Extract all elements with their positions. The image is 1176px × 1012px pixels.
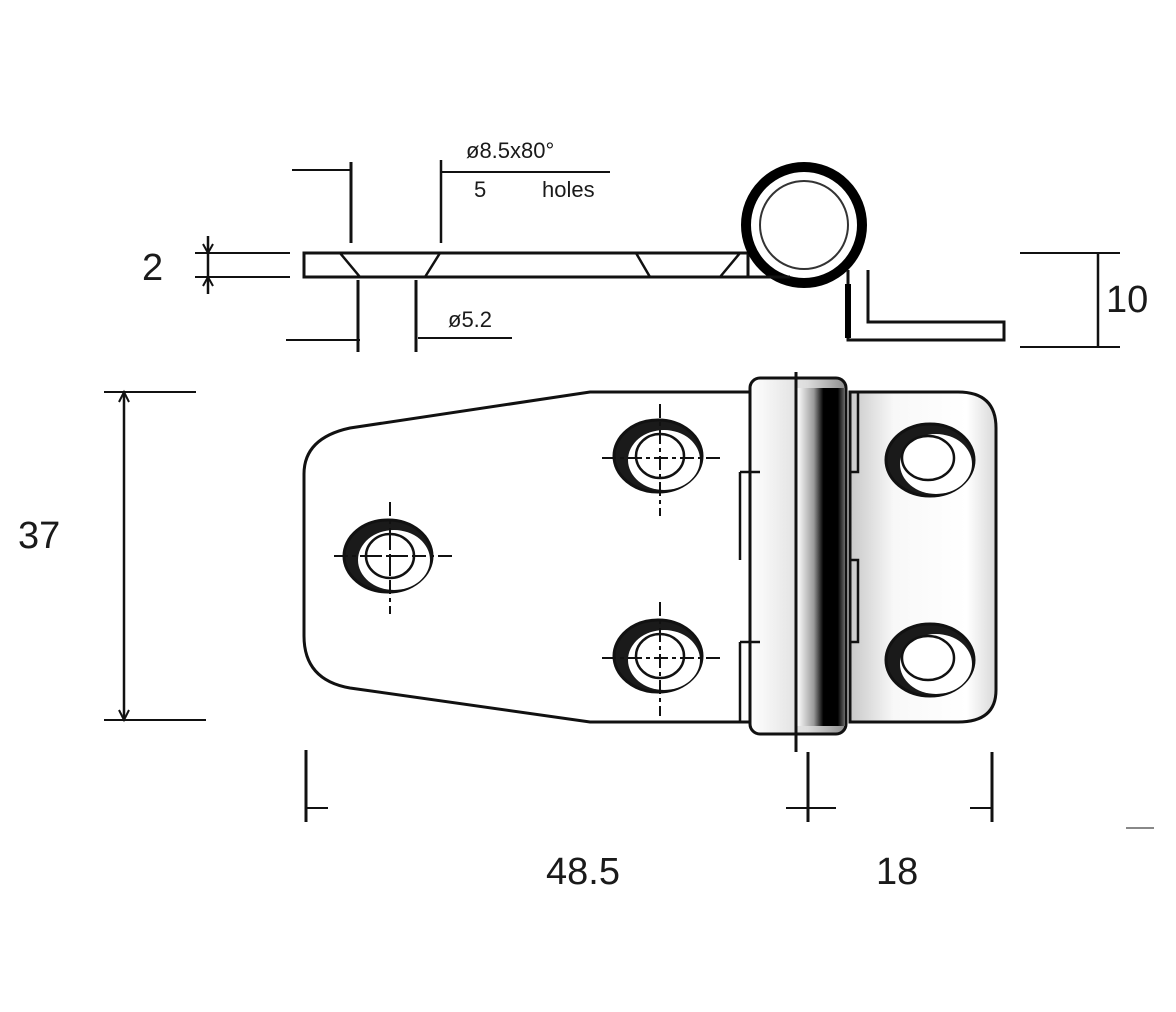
thickness-dimension xyxy=(195,236,290,294)
knuckle-joints xyxy=(738,392,860,722)
hole-left-bottom xyxy=(612,618,704,694)
leaf-length-value: 48.5 xyxy=(546,851,620,893)
countersink-profile xyxy=(339,252,741,278)
hole-count-label: holes xyxy=(542,177,595,202)
through-hole-leader xyxy=(286,280,512,352)
width-value: 37 xyxy=(18,515,60,557)
hole-right-top xyxy=(884,422,976,498)
side-knuckle-inner xyxy=(759,180,849,270)
hole-center-marks xyxy=(334,404,722,716)
length-dimension xyxy=(304,750,1154,829)
hole-left-top xyxy=(612,418,704,494)
side-view xyxy=(302,162,1006,342)
side-leaf-plate xyxy=(302,251,750,279)
hole-count: 5 xyxy=(474,177,486,202)
width-dimension xyxy=(104,389,206,723)
holes xyxy=(342,418,976,698)
countersink-leader xyxy=(292,160,610,243)
countersink-note: ø8.5x80° xyxy=(466,138,554,163)
knuckle-length-value: 18 xyxy=(876,851,918,893)
through-hole-note: ø5.2 xyxy=(448,307,492,332)
height-value: 10 xyxy=(1106,279,1148,321)
thickness-value: 2 xyxy=(142,247,163,289)
hinge-pin xyxy=(797,388,845,726)
hole-right-bottom xyxy=(884,622,976,698)
height-dimension xyxy=(1020,252,1120,348)
